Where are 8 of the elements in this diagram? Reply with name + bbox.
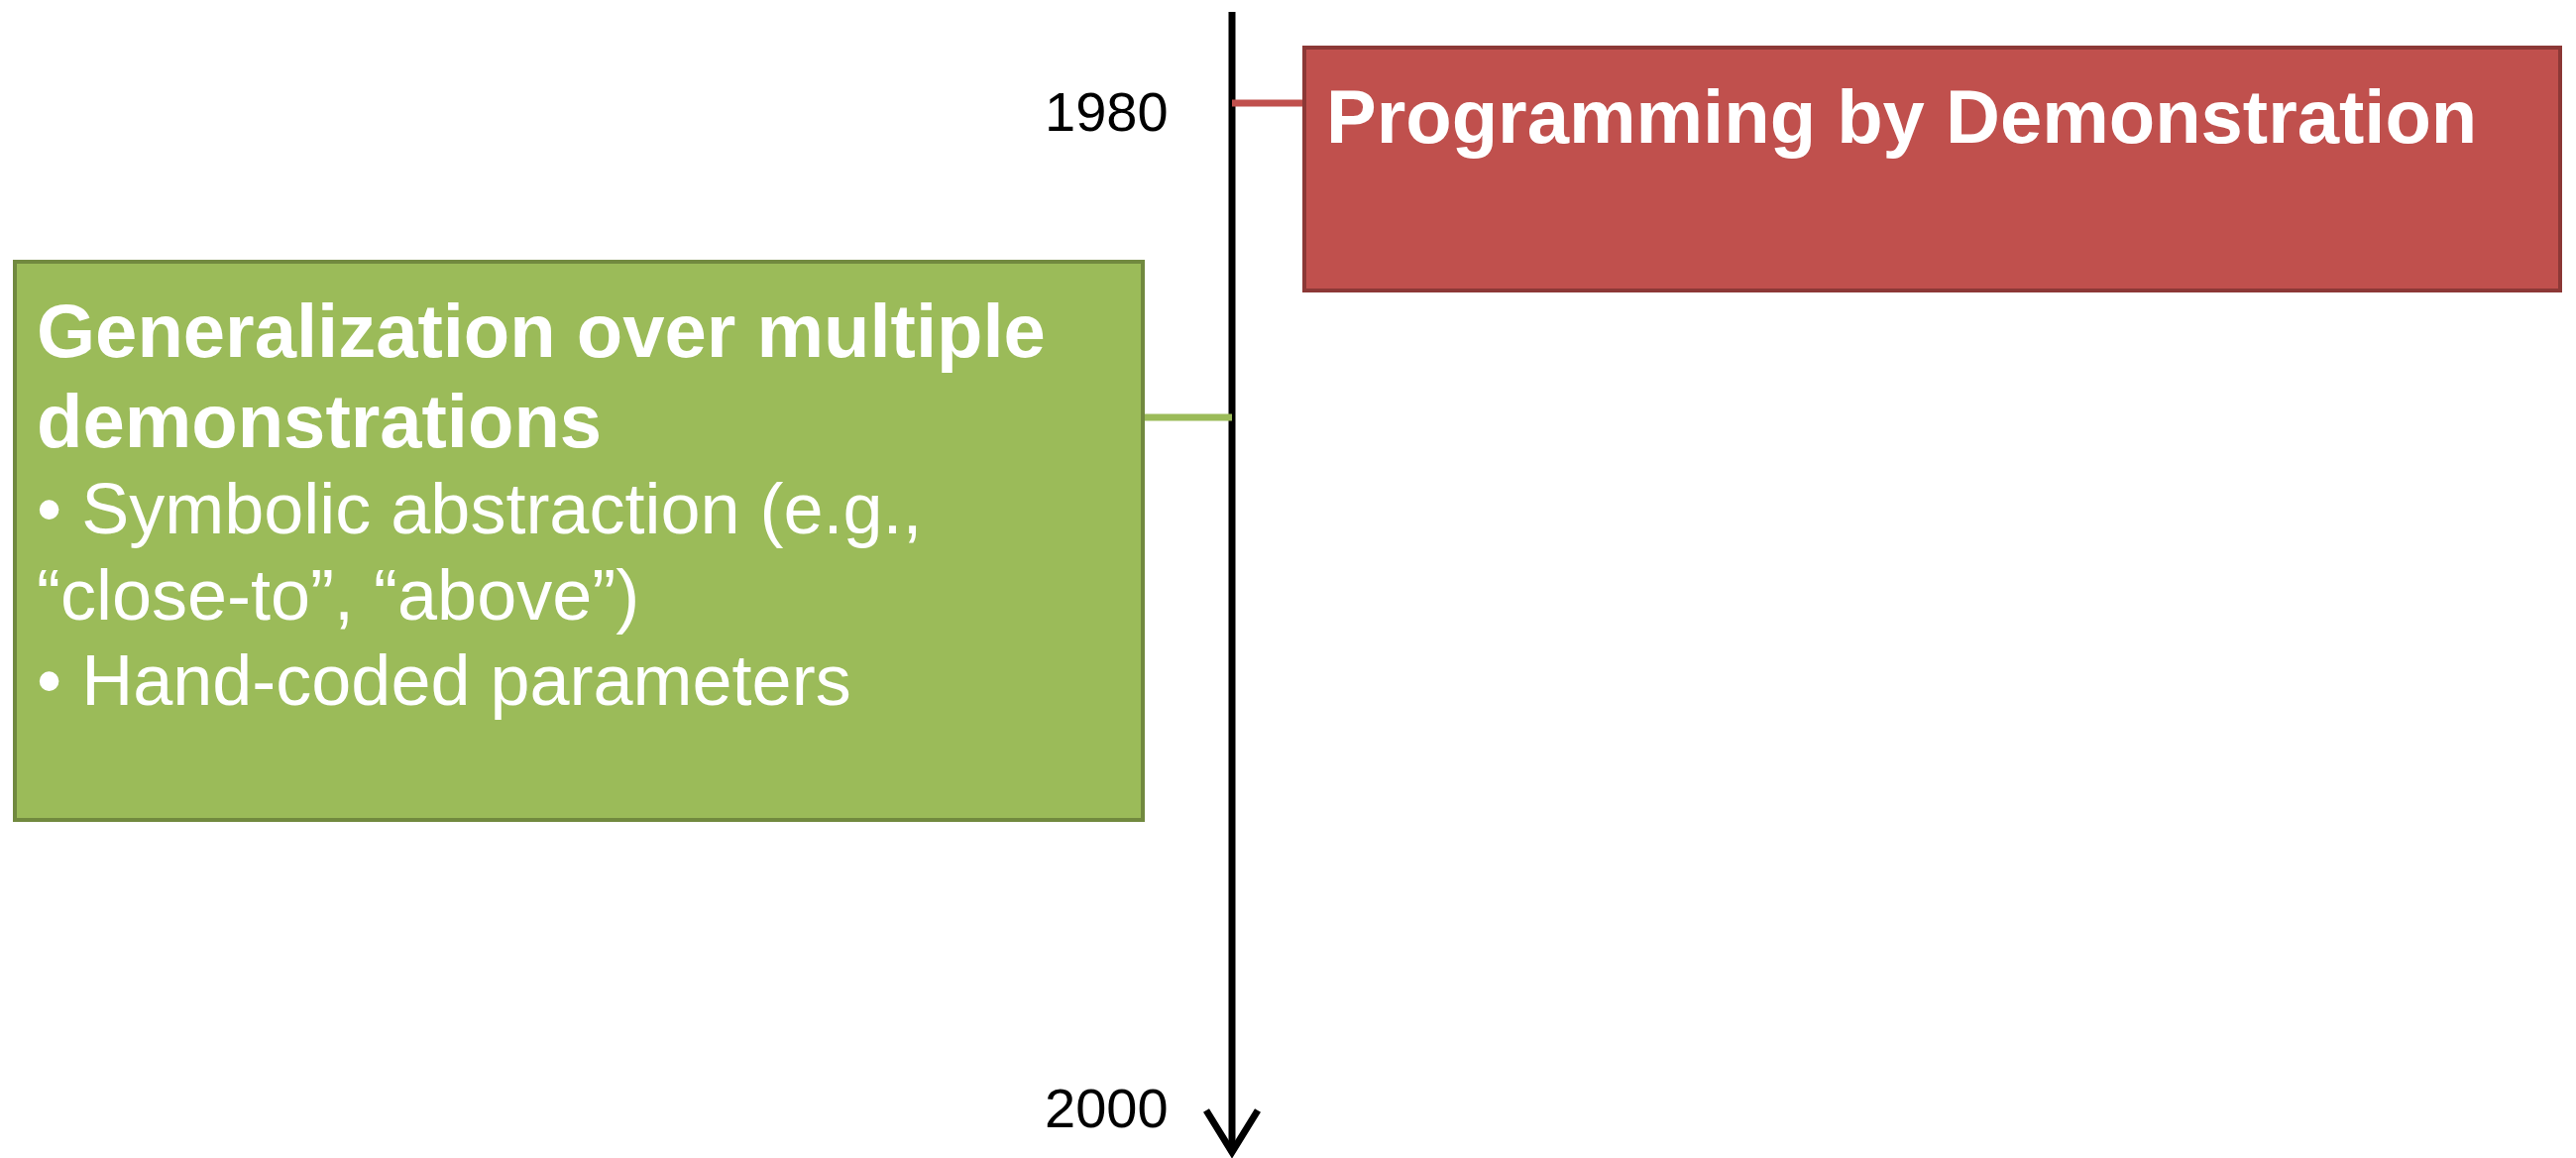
year-label: 2000 bbox=[1045, 1076, 1169, 1140]
event-title: Generalization over multiple demonstrations bbox=[37, 288, 1047, 466]
event-box bbox=[1302, 46, 2562, 292]
bullet-text: • Hand-coded parameters bbox=[37, 639, 852, 723]
bullet-text: • Symbolic abstraction (e.g., “close-to”, “above”) bbox=[37, 468, 924, 637]
event-title: Programming by Demonstration bbox=[1326, 73, 2479, 161]
event-box bbox=[13, 260, 1145, 822]
year-label: 1980 bbox=[1045, 79, 1169, 144]
